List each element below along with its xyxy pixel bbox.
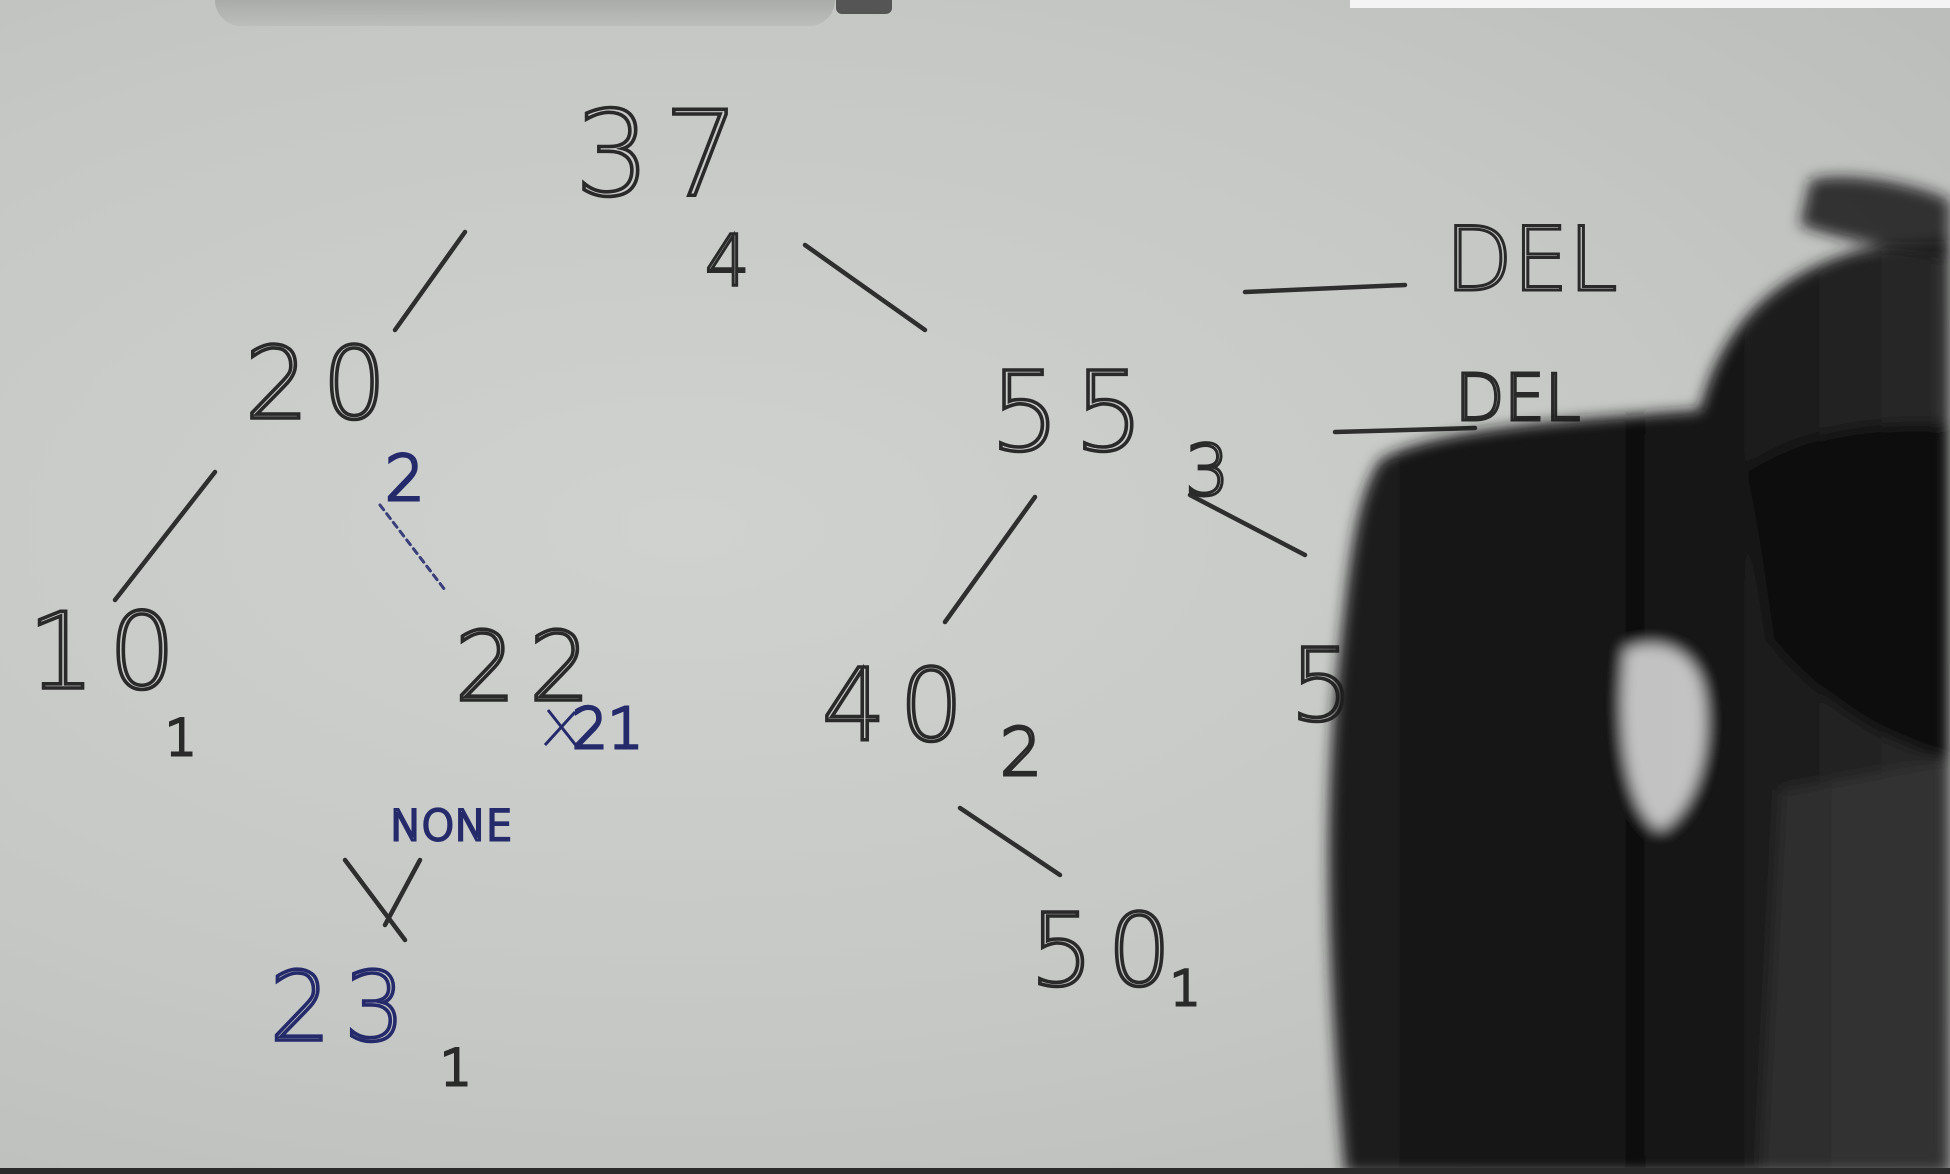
height-55: 3 [1185, 430, 1230, 512]
height-57: 1 [1470, 744, 1502, 802]
del-underline-2 [1332, 425, 1478, 435]
node-22: 22 [455, 613, 604, 723]
edge-40-50 [957, 805, 1063, 878]
node-37: 37 [575, 85, 753, 223]
none-label: NONE [390, 801, 512, 850]
edge-37-20 [392, 229, 468, 333]
edge-22-23-cross [342, 857, 408, 943]
strike-mark [543, 709, 580, 749]
node-55: 55 [990, 348, 1158, 476]
node-10: 10 [28, 591, 190, 713]
tree-node-keys: 37 20 55 10 22 40 57 50 23 [26, 83, 1445, 1065]
height-20: 2 [385, 442, 424, 515]
height-37: 4 [705, 220, 750, 302]
node-50: 50 [1030, 892, 1185, 1009]
edge-22-23 [382, 857, 423, 928]
node-57: 57 [1290, 627, 1445, 744]
player-top-strip [1350, 0, 1950, 8]
edge-20-10 [112, 469, 218, 603]
tree-node-heights: 4 2 3 1 21 2 1 1 1 [164, 219, 1504, 1099]
node-40: 40 [822, 647, 977, 764]
player-handle[interactable] [836, 0, 892, 14]
del-label-2: DEL [1455, 362, 1580, 436]
player-top-bar [215, 0, 835, 26]
player-bottom-edge [0, 1168, 1950, 1174]
node-20: 20 [245, 325, 400, 442]
del-underline-1 [1242, 282, 1408, 295]
height-10: 1 [165, 709, 197, 767]
node-23: 23 [270, 953, 419, 1063]
edge-37-55 [802, 242, 928, 333]
height-50: 1 [1170, 961, 1201, 1017]
del-label-1: DEL [1445, 208, 1617, 311]
edge-20-22 [378, 503, 447, 592]
height-23: 1 [440, 1039, 472, 1097]
edge-55-57 [1187, 492, 1308, 558]
edge-55-40 [942, 494, 1038, 625]
tree-edges [112, 229, 1478, 943]
height-22: 21 [572, 697, 643, 762]
height-40: 2 [1000, 714, 1042, 791]
